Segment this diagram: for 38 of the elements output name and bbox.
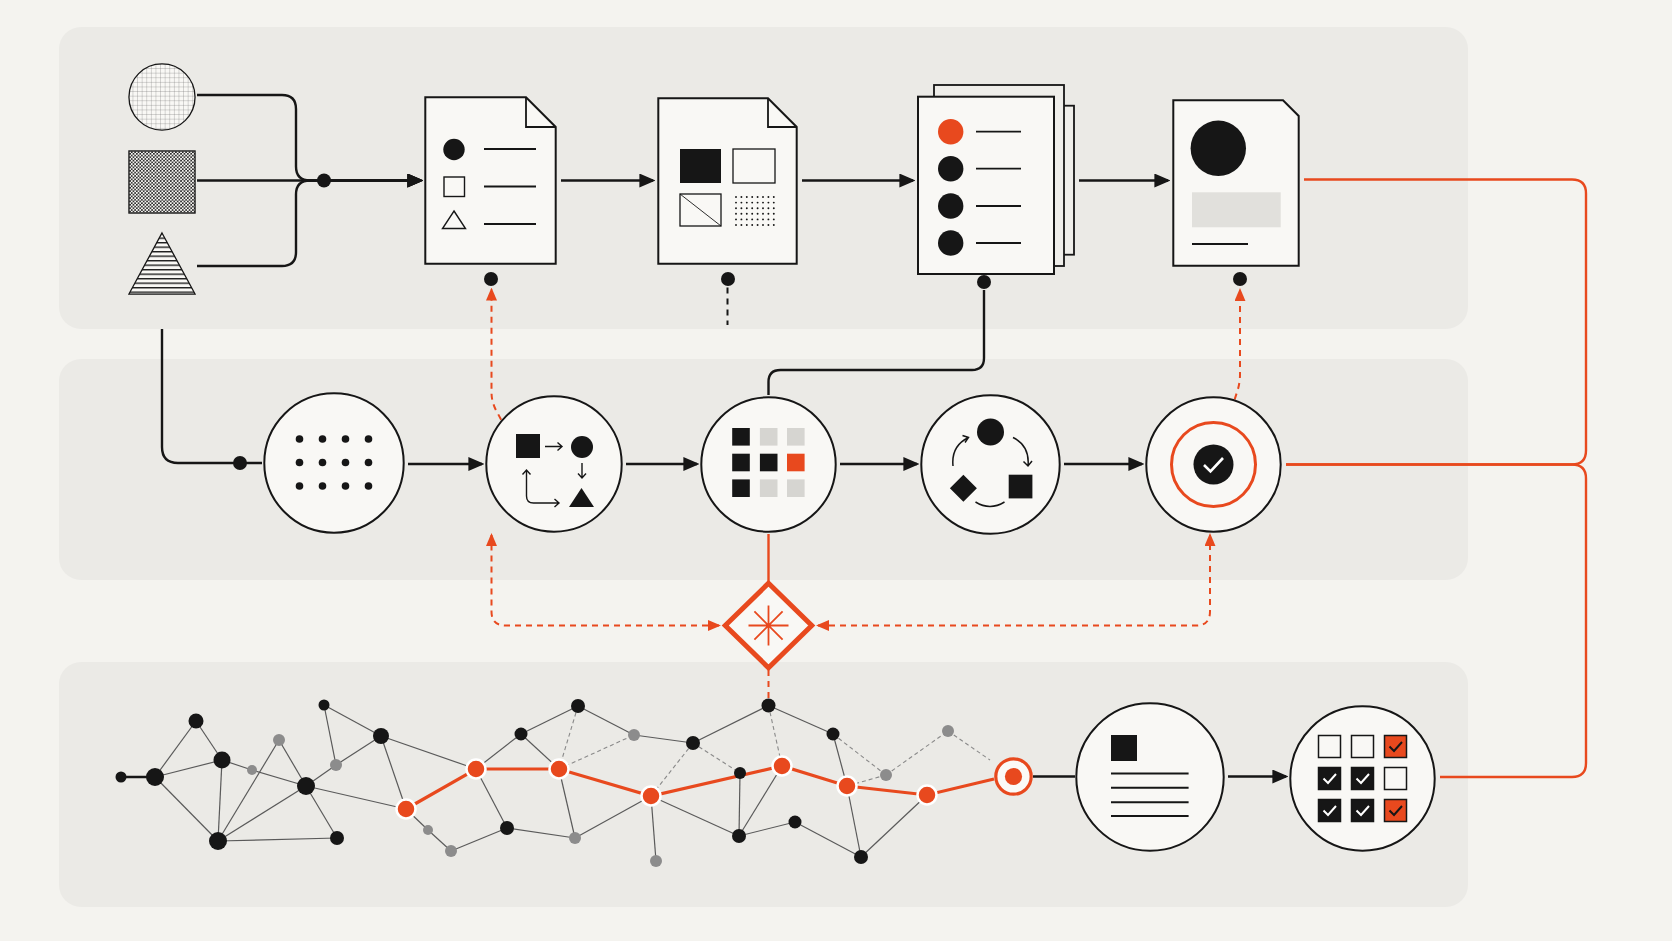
dashed-arrow: [1233, 288, 1246, 401]
dashed-line: [726, 286, 729, 326]
arrow: [626, 457, 700, 471]
arrow: [840, 457, 920, 471]
tile-grid-circle: [700, 396, 837, 533]
asterisk-diamond: [721, 579, 816, 672]
port-dot: [483, 271, 498, 286]
cycle-circle: [920, 394, 1061, 535]
layout-document: [657, 97, 798, 265]
dashed-arrow: [486, 287, 503, 421]
striped-triangle: [128, 232, 196, 295]
panel-band: [59, 27, 1468, 329]
arrow: [561, 173, 656, 188]
port-dot: [720, 271, 735, 286]
arrow: [802, 173, 916, 188]
panel-band: [59, 359, 1468, 580]
dot-grid-circle: [263, 392, 405, 534]
arrow: [1079, 173, 1171, 188]
shapes-flow-circle: [485, 395, 623, 533]
text-document-circle: [1075, 701, 1225, 852]
connector-line: [767, 290, 986, 395]
grid-textured-circle: [128, 63, 196, 131]
connector-line: [767, 534, 770, 581]
halftone-textured-square: [128, 150, 196, 214]
arrow: [1064, 457, 1145, 471]
dashed-line: [767, 669, 770, 699]
dashed-arrow: [486, 533, 721, 631]
dashed-arrow: [816, 533, 1216, 631]
arrow: [408, 457, 485, 471]
checkmark-circle: [1145, 396, 1282, 533]
target-ring: [994, 757, 1033, 796]
arrow: [1228, 769, 1289, 784]
list-document: [424, 96, 557, 265]
image-document: [1172, 99, 1300, 267]
connector-line: [1033, 775, 1075, 778]
arrow: [197, 173, 424, 268]
port-dot: [1233, 272, 1247, 286]
port-dot: [977, 275, 991, 289]
